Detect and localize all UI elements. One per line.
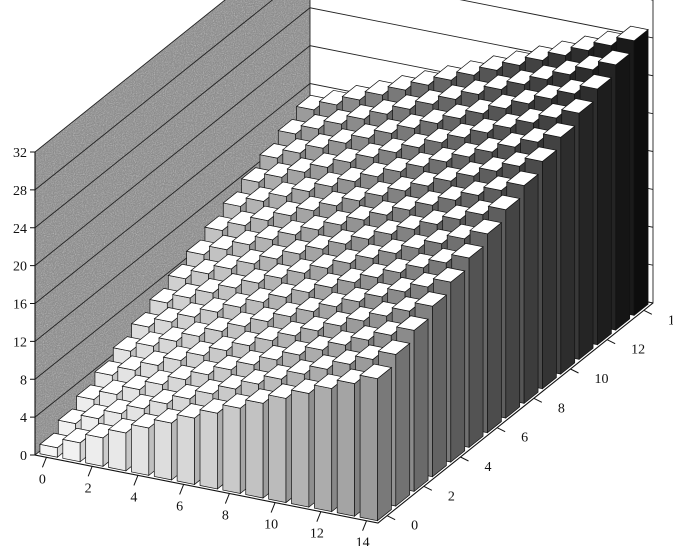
bar-front-face xyxy=(85,434,104,467)
bar-front-face xyxy=(199,409,218,490)
bar-top-face xyxy=(597,49,631,66)
bar-top-face xyxy=(395,315,429,331)
bar-side-face xyxy=(413,318,429,493)
bar-front-face xyxy=(313,384,333,513)
bar-side-face xyxy=(560,125,576,375)
x-tick-label: 12 xyxy=(310,527,324,542)
y-tick-mark xyxy=(606,339,616,345)
x-tick-label: 8 xyxy=(222,509,229,524)
y-tick-mark xyxy=(460,456,469,462)
y-tick-label: 8 xyxy=(558,401,565,416)
bar-side-face xyxy=(542,149,557,390)
x-tick-mark xyxy=(87,466,93,477)
bar-front-face xyxy=(268,394,287,503)
bar-top-face xyxy=(542,122,576,138)
z-tick-label: 4 xyxy=(20,411,27,426)
z-gridline xyxy=(34,0,653,153)
bar-side-face xyxy=(450,270,466,463)
x-tick-mark xyxy=(179,484,185,495)
bar xyxy=(39,432,73,458)
bar-side-face xyxy=(597,77,612,346)
bar-side-face xyxy=(468,246,484,449)
y-tick-mark xyxy=(496,427,506,433)
y-tick-label: 4 xyxy=(485,460,492,475)
left-wall-texture xyxy=(35,0,310,455)
x-tick-label: 14 xyxy=(356,536,370,546)
z-tick-label: 28 xyxy=(13,184,27,199)
y-tick-mark xyxy=(643,309,653,315)
x-tick-mark xyxy=(133,475,139,486)
bar-front-face xyxy=(108,429,127,472)
x-tick-label: 0 xyxy=(39,472,46,487)
z-tick-label: 16 xyxy=(13,298,27,313)
bar-top-face xyxy=(524,146,558,162)
bar-front-face xyxy=(222,404,241,494)
bar-top-face xyxy=(505,170,539,186)
bar-front-face xyxy=(131,424,150,476)
bar-side-face xyxy=(523,173,539,405)
bar-top-face xyxy=(432,267,466,283)
y-tick-label: 6 xyxy=(521,431,528,446)
y-tick-mark xyxy=(570,368,579,374)
z-tick-label: 12 xyxy=(13,335,27,350)
z-tick-label: 8 xyxy=(20,373,27,388)
x-tick-mark xyxy=(270,502,276,513)
x-tick-mark xyxy=(362,520,368,531)
y-tick-mark xyxy=(533,397,543,403)
bars xyxy=(39,25,649,522)
bar-top-face xyxy=(560,98,594,114)
y-tick-label: 14 xyxy=(668,313,673,328)
bar-side-face xyxy=(377,366,392,522)
bar-front-face xyxy=(245,399,264,499)
y-tick-mark xyxy=(423,485,433,491)
bar-top-face xyxy=(615,25,649,42)
bar-side-face xyxy=(578,101,594,361)
y-tick-label: 2 xyxy=(448,489,455,504)
y-tick-label: 10 xyxy=(595,372,609,387)
x-tick-mark xyxy=(224,493,230,504)
y-tick-label: 0 xyxy=(411,519,418,534)
x-tick-mark xyxy=(316,511,322,522)
y-tick-mark xyxy=(386,515,396,521)
bar-side-face xyxy=(615,53,631,331)
z-tick-label: 0 xyxy=(20,449,27,464)
bar-front-face xyxy=(153,419,173,481)
z-tick-label: 20 xyxy=(13,260,27,275)
bar xyxy=(359,363,393,522)
bar-top-face xyxy=(469,218,503,235)
bar-top-face xyxy=(377,339,411,355)
bar-side-face xyxy=(633,28,649,317)
bar-top-face xyxy=(487,194,521,211)
x-tick-label: 6 xyxy=(176,499,183,514)
bar-front-face xyxy=(359,374,378,522)
bar-side-face xyxy=(505,197,521,419)
axes: 0481216202428320246810121402468101214 xyxy=(13,146,673,546)
bar-front-face xyxy=(291,389,310,508)
bar-top-face xyxy=(450,243,484,259)
bar-top-face xyxy=(359,363,393,380)
y-tick-label: 12 xyxy=(631,343,645,358)
bar-top-face xyxy=(414,291,448,307)
z-gridline xyxy=(34,0,654,191)
x-tick-label: 10 xyxy=(264,518,278,533)
bar-top-face xyxy=(579,74,613,90)
bar-side-face xyxy=(395,342,411,507)
bar-front-face xyxy=(176,414,195,485)
bar-front-face xyxy=(62,438,81,463)
z-tick-label: 32 xyxy=(13,146,27,161)
bar-side-face xyxy=(432,294,447,478)
x-tick-mark xyxy=(41,457,47,468)
bar-side-face xyxy=(487,221,502,434)
z-tick-label: 24 xyxy=(13,222,27,237)
x-tick-label: 4 xyxy=(130,490,137,505)
x-tick-label: 2 xyxy=(85,481,92,496)
bar-front-face xyxy=(336,379,355,517)
